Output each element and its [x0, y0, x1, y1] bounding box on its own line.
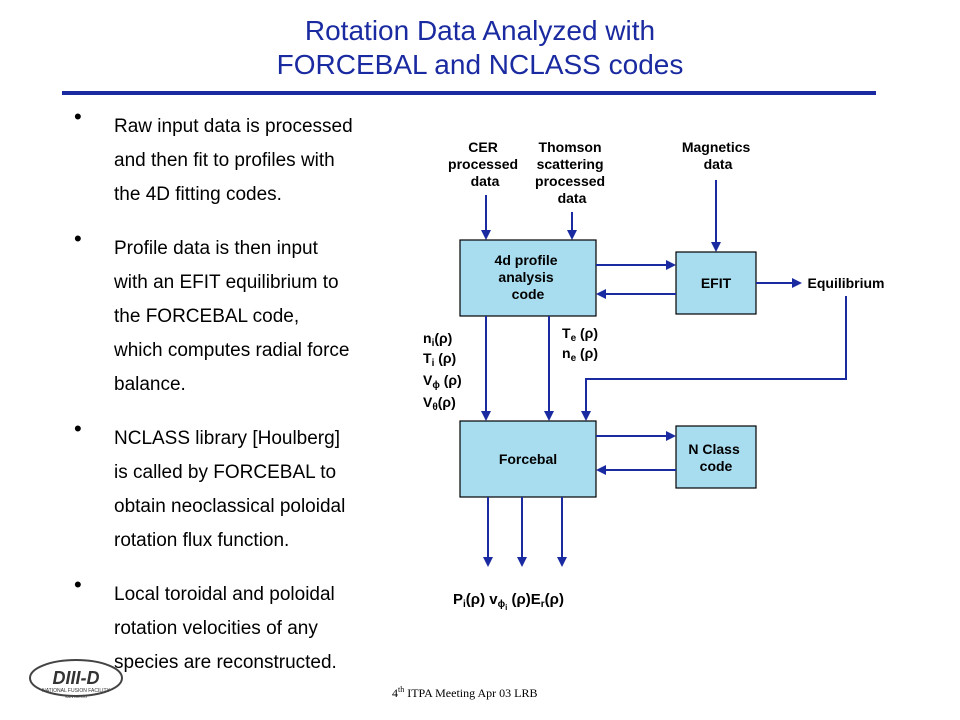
bullet-dot-icon: •: [74, 104, 82, 129]
slide-title-line-1: Rotation Data Analyzed with: [304, 15, 656, 46]
cer-input-label: CER processed data: [448, 139, 522, 189]
thomson-input-label: Thomson scattering processed data: [535, 139, 609, 206]
svg-text:DIII-D: DIII-D: [53, 668, 100, 688]
profile-analysis-box: [459, 239, 597, 317]
profile-box-label: 4d profile analysis code: [495, 252, 562, 302]
quantity-ion-temp: Ti (ρ): [423, 350, 456, 369]
forcebal-box: [459, 420, 597, 498]
bullet-text: Local toroidal and poloidal rotation vel…: [114, 584, 337, 673]
quantity-poloidal-velocity: Vθ(ρ): [423, 394, 456, 413]
quantity-toroidal-velocity: Vϕ (ρ): [423, 372, 462, 391]
efit-box-label: EFIT: [701, 275, 732, 291]
quantity-electron-density: ne (ρ): [562, 345, 598, 364]
quantity-electron-temp: Te (ρ): [562, 325, 598, 344]
forcebal-box-label: Forcebal: [499, 451, 557, 467]
bullet-dot-icon: •: [74, 572, 82, 597]
nclass-box-label: N Class code: [688, 441, 743, 474]
footer-text: 4th ITPA Meeting Apr 03 LRB: [392, 685, 538, 700]
bullet-dot-icon: •: [74, 416, 82, 441]
bullet-list: • Raw input data is processed and then f…: [74, 104, 414, 700]
svg-text:SAN DIEGO: SAN DIEGO: [65, 694, 87, 699]
bullet-text: Raw input data is processed and then fit…: [114, 116, 353, 205]
bullet-item: • Local toroidal and poloidal rotation v…: [74, 572, 414, 680]
arrow-equilibrium-to-forcebal: [581, 296, 847, 421]
bullet-dot-icon: •: [74, 226, 82, 251]
nclass-box: [675, 425, 757, 489]
efit-box: [675, 251, 757, 315]
equilibrium-label: Equilibrium: [808, 275, 885, 291]
quantity-density: ni(ρ): [423, 330, 452, 349]
output-quantities: Pi(ρ) vϕi (ρ)Er(ρ): [453, 591, 564, 612]
bullet-item: • Raw input data is processed and then f…: [74, 104, 414, 212]
diii-d-logo: DIII-D NATIONAL FUSION FACILITY SAN DIEG…: [29, 659, 123, 699]
slide-title-line-2: FORCEBAL and NCLASS codes: [276, 49, 684, 80]
bullet-item: • Profile data is then input with an EFI…: [74, 226, 414, 402]
svg-text:NATIONAL FUSION FACILITY: NATIONAL FUSION FACILITY: [42, 688, 110, 694]
magnetics-input-label: Magnetics data: [682, 139, 754, 172]
bullet-item: • NCLASS library [Houlberg] is called by…: [74, 416, 414, 558]
title-underline: [62, 91, 876, 95]
bullet-text: NCLASS library [Houlberg] is called by F…: [114, 428, 346, 551]
bullet-text: Profile data is then input with an EFIT …: [114, 238, 350, 395]
